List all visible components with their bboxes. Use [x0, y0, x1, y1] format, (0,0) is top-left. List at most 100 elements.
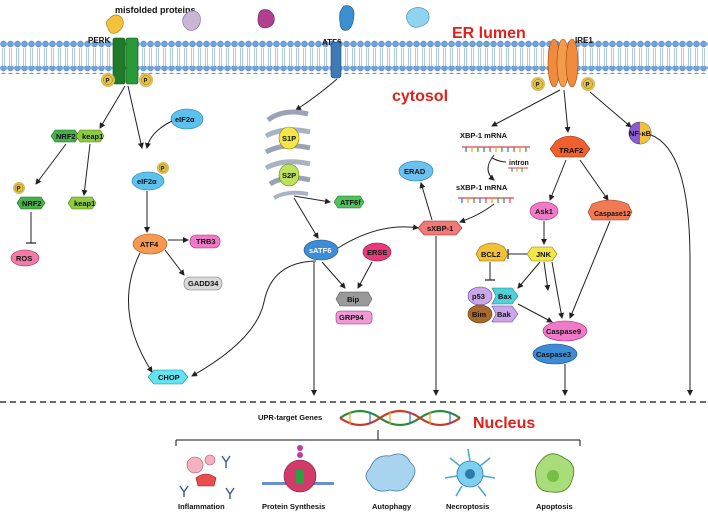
- ros-node: ROS: [10, 249, 40, 267]
- svg-text:Bax: Bax: [498, 292, 513, 301]
- erse-node: ERSE: [362, 242, 392, 262]
- misfolded-protein-blobs: [106, 5, 430, 34]
- outcomes-bracket: [175, 430, 581, 446]
- svg-text:ATF6f: ATF6f: [340, 198, 361, 207]
- upr-target-genes-label: UPR-target Genes: [258, 413, 322, 422]
- svg-text:Bak: Bak: [497, 310, 512, 319]
- phospho-p-icon: P: [144, 79, 148, 85]
- intron-label: intron: [509, 160, 529, 167]
- svg-text:S1P: S1P: [282, 134, 296, 143]
- outcome-inflammation: Inflammation: [178, 502, 225, 511]
- bak-node: Bak: [491, 305, 519, 323]
- cytosol-label: cytosol: [392, 88, 448, 105]
- eif2a-phospho-node: P eIF2α: [131, 162, 169, 191]
- phospho-p-icon: P: [536, 83, 540, 89]
- satf6-node: sATF6: [303, 239, 339, 261]
- svg-text:BCL2: BCL2: [481, 250, 501, 259]
- atf4-node: ATF4: [132, 233, 168, 255]
- keap1-node: keap1: [75, 129, 105, 143]
- svg-text:p53: p53: [472, 292, 485, 301]
- caspase12-node: Caspase12: [587, 199, 633, 221]
- svg-text:Caspase3: Caspase3: [536, 350, 571, 359]
- sxbp1-mrna-strand: [458, 197, 514, 203]
- trb3-node: TRB3: [189, 234, 221, 249]
- nrf2-node: NRF2: [50, 129, 80, 143]
- caspase9-node: Caspase9: [542, 320, 588, 342]
- svg-text:TRAF2: TRAF2: [559, 146, 583, 155]
- nucleus-label: Nucleus: [473, 415, 535, 432]
- svg-text:S2P: S2P: [282, 171, 296, 180]
- nrf2-phospho-node: P NRF2: [13, 182, 46, 210]
- svg-text:ROS: ROS: [16, 254, 32, 263]
- outcome-autophagy: Autophagy: [372, 502, 412, 511]
- autophagy-icon: [365, 453, 416, 492]
- bip-node: Bip: [335, 291, 373, 307]
- svg-text:GRP94: GRP94: [339, 313, 364, 322]
- svg-text:eIF2α: eIF2α: [175, 115, 195, 124]
- atf6-receptor: ATF6: [322, 38, 342, 79]
- perk-label: PERK: [88, 36, 110, 45]
- xbp1-mrna-strand: [462, 146, 530, 152]
- inflammation-icon: [179, 454, 235, 499]
- chop-node: CHOP: [147, 369, 189, 385]
- perk-receptor: PERK P P: [88, 36, 153, 87]
- bim-node: Bim: [467, 304, 493, 324]
- svg-text:P: P: [161, 167, 165, 173]
- grp94-node: GRP94: [335, 310, 373, 325]
- protein-synthesis-icon: [262, 445, 334, 493]
- svg-text:ERAD: ERAD: [404, 167, 426, 176]
- svg-text:keap1: keap1: [82, 132, 103, 141]
- s2p-node: S2P: [278, 163, 300, 187]
- apoptosis-icon: [535, 453, 575, 493]
- svg-text:NRF2: NRF2: [56, 132, 76, 141]
- sxbp1-mrna-label: sXBP-1 mRNA: [456, 183, 508, 192]
- svg-text:Caspase12: Caspase12: [594, 211, 631, 218]
- outcome-necroptosis: Necroptosis: [446, 502, 489, 511]
- svg-text:TRB3: TRB3: [196, 237, 216, 246]
- svg-text:CHOP: CHOP: [158, 373, 180, 382]
- necroptosis-icon: [444, 448, 496, 497]
- keap1-free-node: keap1: [67, 196, 97, 210]
- er-membrane: [0, 40, 708, 74]
- outcome-apoptosis: Apoptosis: [536, 502, 573, 511]
- erad-node: ERAD: [398, 160, 434, 182]
- caspase3-node: Caspase3: [532, 343, 578, 365]
- svg-text:ATF4: ATF4: [140, 240, 159, 249]
- xbp1-mrna-label: XBP-1 mRNA: [460, 131, 508, 140]
- svg-text:P: P: [17, 187, 21, 193]
- nfkb-node: NF-κB: [628, 121, 652, 145]
- traf2-node: TRAF2: [549, 135, 591, 158]
- gadd34-node: GADD34: [183, 276, 223, 291]
- svg-text:Bip: Bip: [347, 295, 360, 304]
- svg-text:Ask1: Ask1: [535, 207, 553, 216]
- misfolded-proteins-label: misfolded proteins: [115, 5, 196, 15]
- svg-text:GADD34: GADD34: [188, 279, 219, 288]
- atf6f-node: ATF6f: [333, 195, 365, 209]
- svg-text:Caspase9: Caspase9: [546, 327, 581, 336]
- jnk-node: JNK: [526, 246, 558, 262]
- ire1-receptor: IRE1 P P: [531, 36, 595, 91]
- svg-text:NF-κB: NF-κB: [629, 129, 652, 138]
- svg-text:sXBP-1: sXBP-1: [427, 224, 453, 233]
- phospho-p-icon: P: [586, 83, 590, 89]
- er-lumen-label: ER lumen: [452, 25, 526, 42]
- dna-helix-icon: [339, 409, 461, 427]
- svg-text:keap1: keap1: [74, 199, 95, 208]
- svg-text:JNK: JNK: [536, 250, 552, 259]
- p53-node: p53: [467, 286, 493, 306]
- intron-fragment: [508, 167, 528, 172]
- outcome-labels: Inflammation Protein Synthesis Autophagy…: [178, 502, 573, 511]
- sxbp1-node: sXBP-1: [417, 220, 463, 236]
- svg-text:Bim: Bim: [472, 310, 487, 319]
- svg-text:ERSE: ERSE: [367, 248, 387, 257]
- bax-node: Bax: [491, 287, 519, 305]
- ask1-node: Ask1: [529, 201, 559, 221]
- outcome-protein-synthesis: Protein Synthesis: [262, 502, 325, 511]
- phospho-p-icon: P: [106, 79, 110, 85]
- ire1-label: IRE1: [575, 36, 593, 45]
- svg-text:eIF2α: eIF2α: [137, 177, 157, 186]
- eif2a-free-node: eIF2α: [170, 108, 204, 130]
- svg-text:sATF6: sATF6: [309, 246, 331, 255]
- svg-text:NRF2: NRF2: [22, 199, 42, 208]
